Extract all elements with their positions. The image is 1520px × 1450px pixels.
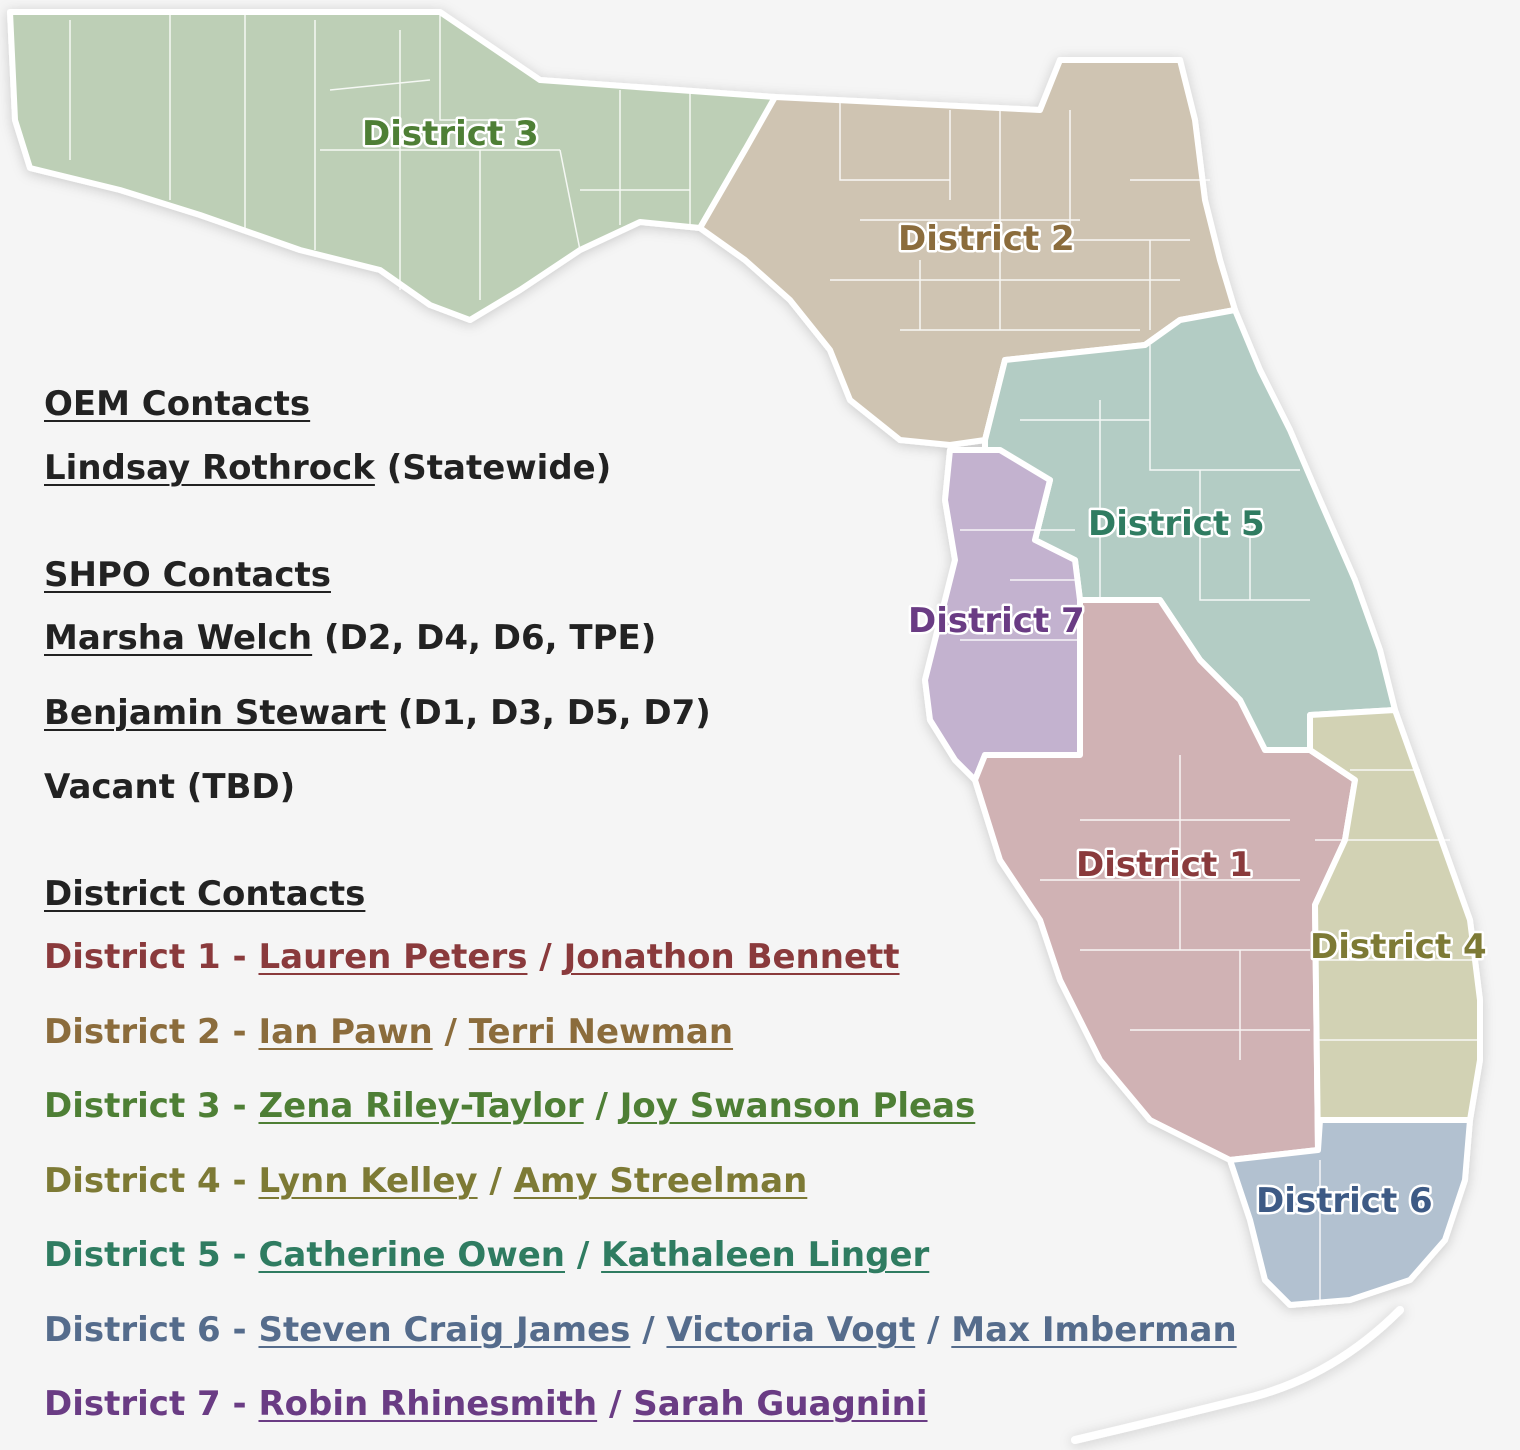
name-separator: / bbox=[565, 1235, 602, 1275]
district-contact-row: District 5 - Catherine Owen / Kathaleen … bbox=[44, 1235, 929, 1275]
district-contact-label: District 5 - bbox=[44, 1235, 259, 1275]
name-separator: / bbox=[527, 937, 564, 977]
district-contact-row: District 2 - Ian Pawn / Terri Newman bbox=[44, 1012, 733, 1052]
district-contact-row: District 4 - Lynn Kelley / Amy Streelman bbox=[44, 1161, 807, 1201]
name-separator: / bbox=[630, 1310, 667, 1350]
district-contact-link[interactable]: Lynn Kelley bbox=[258, 1161, 478, 1201]
district-contact-link[interactable]: Kathaleen Linger bbox=[601, 1235, 930, 1275]
district-contact-label: District 3 - bbox=[44, 1086, 259, 1126]
district-contact-link[interactable]: Steven Craig James bbox=[258, 1310, 631, 1350]
district-map-label-d5: District 5 bbox=[1088, 504, 1265, 544]
district-contacts-heading: District Contacts bbox=[44, 874, 366, 914]
name-separator: / bbox=[597, 1384, 634, 1424]
district-contact-label: District 7 - bbox=[44, 1384, 259, 1424]
shpo-vacant: Vacant (TBD) bbox=[44, 767, 296, 807]
district-contact-link[interactable]: Robin Rhinesmith bbox=[258, 1384, 598, 1424]
shpo-contact-line: Marsha Welch (D2, D4, D6, TPE) bbox=[44, 618, 656, 658]
district-map-label-d6: District 6 bbox=[1256, 1181, 1433, 1221]
name-separator: / bbox=[432, 1012, 469, 1052]
district-contact-link[interactable]: Victoria Vogt bbox=[666, 1310, 916, 1350]
district-map-label-d4: District 4 bbox=[1310, 927, 1487, 967]
shpo-contact-link[interactable]: Benjamin Stewart bbox=[44, 693, 387, 733]
district-contact-link[interactable]: Sarah Guagnini bbox=[633, 1384, 928, 1424]
name-separator: / bbox=[915, 1310, 952, 1350]
district-contact-link[interactable]: Catherine Owen bbox=[258, 1235, 565, 1275]
district-contact-label: District 1 - bbox=[44, 937, 259, 977]
district-contact-link[interactable]: Terri Newman bbox=[468, 1012, 734, 1052]
district-contact-label: District 2 - bbox=[44, 1012, 259, 1052]
district-contact-link[interactable]: Amy Streelman bbox=[513, 1161, 808, 1201]
name-separator: / bbox=[583, 1086, 620, 1126]
shpo-contact-scope: (D2, D4, D6, TPE) bbox=[323, 618, 657, 658]
district-contact-link[interactable]: Zena Riley-Taylor bbox=[258, 1086, 584, 1126]
district-contact-row: District 1 - Lauren Peters / Jonathon Be… bbox=[44, 937, 900, 977]
district-contact-link[interactable]: Joy Swanson Pleas bbox=[619, 1086, 976, 1126]
name-separator: / bbox=[477, 1161, 514, 1201]
oem-contact-link[interactable]: Lindsay Rothrock bbox=[44, 448, 375, 488]
shpo-contacts-heading: SHPO Contacts bbox=[44, 555, 331, 595]
district-contact-label: District 4 - bbox=[44, 1161, 259, 1201]
oem-contacts-heading: OEM Contacts bbox=[44, 384, 311, 424]
shpo-contact-link[interactable]: Marsha Welch bbox=[44, 618, 313, 658]
district-contact-link[interactable]: Max Imberman bbox=[951, 1310, 1237, 1350]
district-map-label-d7: District 7 bbox=[908, 601, 1085, 641]
district-contact-row: District 6 - Steven Craig James / Victor… bbox=[44, 1310, 1237, 1350]
district-3-region[interactable] bbox=[7, 9, 778, 323]
district-contact-link[interactable]: Lauren Peters bbox=[258, 937, 528, 977]
oem-contact-role: (Statewide) bbox=[386, 448, 612, 488]
district-6-region[interactable] bbox=[1227, 1117, 1473, 1308]
district-map-label-d1: District 1 bbox=[1076, 845, 1253, 885]
florida-keys bbox=[1071, 1306, 1404, 1444]
shpo-contact-scope: (D1, D3, D5, D7) bbox=[397, 693, 711, 733]
district-contact-row: District 3 - Zena Riley-Taylor / Joy Swa… bbox=[44, 1086, 975, 1126]
district-contact-link[interactable]: Jonathon Bennett bbox=[563, 937, 900, 977]
oem-contact-line: Lindsay Rothrock (Statewide) bbox=[44, 448, 611, 488]
district-contact-link[interactable]: Ian Pawn bbox=[258, 1012, 433, 1052]
district-contact-label: District 6 - bbox=[44, 1310, 259, 1350]
district-contact-row: District 7 - Robin Rhinesmith / Sarah Gu… bbox=[44, 1384, 928, 1424]
district-map-label-d3: District 3 bbox=[362, 114, 539, 154]
district-map-label-d2: District 2 bbox=[898, 219, 1075, 259]
shpo-contact-line: Benjamin Stewart (D1, D3, D5, D7) bbox=[44, 693, 711, 733]
county-lines bbox=[69, 15, 1478, 1300]
